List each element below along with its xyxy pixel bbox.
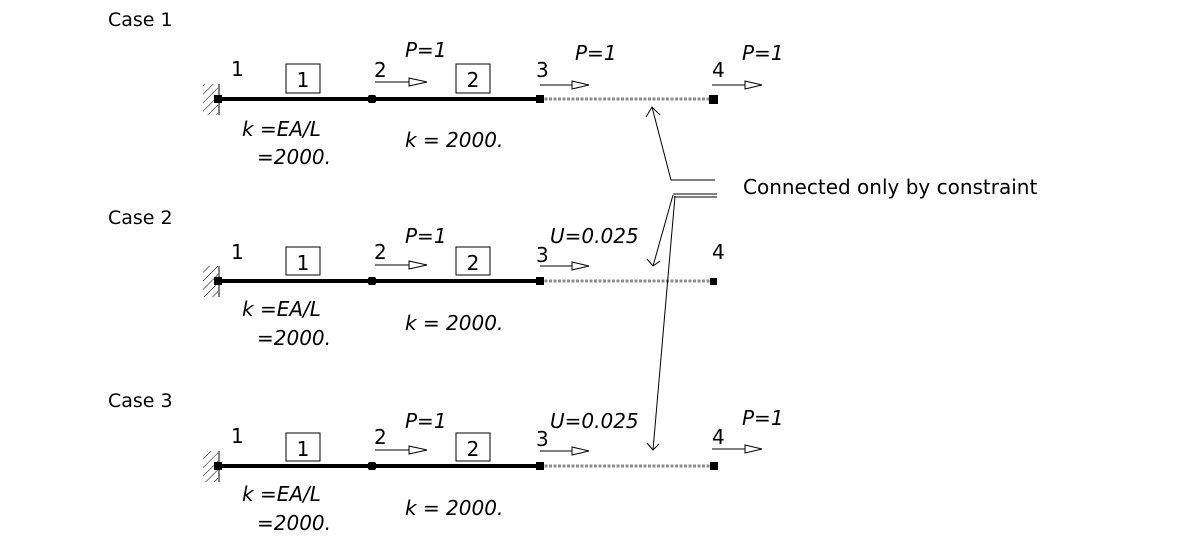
arrow-right-icon — [375, 445, 428, 455]
arrow-right-icon — [712, 80, 763, 90]
element-number-box — [455, 246, 491, 276]
stiffness-formula: k =EA/L — [242, 297, 321, 321]
node-marker — [368, 277, 376, 285]
leader-line — [651, 106, 715, 181]
case-title: Case 1 — [108, 9, 173, 31]
case-title: Case 3 — [108, 390, 173, 412]
leader-line — [652, 195, 676, 451]
load-label: P=1 — [405, 409, 447, 433]
displacement-label: U=0.025 — [550, 224, 639, 248]
arrowhead-icon — [645, 106, 661, 118]
node-marker — [214, 95, 222, 103]
node-label: 2 — [374, 240, 387, 264]
element-number: 1 — [297, 437, 310, 461]
node-label: 1 — [231, 57, 244, 81]
node-label: 4 — [712, 425, 725, 449]
element-number: 2 — [467, 437, 480, 461]
element-number-box — [285, 432, 321, 462]
case-2: Case 2 1 2 3 4 1 2 P=1 U=0.025 k =EA/L =… — [108, 207, 725, 350]
stiffness-formula: k =EA/L — [242, 117, 321, 141]
node-marker — [368, 462, 376, 470]
stiffness-value: =2000. — [257, 326, 331, 350]
node-label: 1 — [231, 424, 244, 448]
element-number: 1 — [297, 251, 310, 275]
element-number-box — [285, 246, 321, 276]
stiffness-label: k = 2000. — [405, 128, 503, 152]
leader-line — [652, 194, 674, 267]
element-number: 2 — [467, 68, 480, 92]
node-marker — [536, 95, 544, 103]
arrow-right-icon — [712, 444, 763, 454]
arrowhead-icon — [646, 258, 661, 267]
arrow-right-icon — [540, 446, 590, 456]
node-label: 3 — [536, 427, 549, 451]
case-title: Case 2 — [108, 207, 173, 229]
node-marker — [214, 277, 222, 285]
node-label: 3 — [536, 58, 549, 82]
node-marker — [536, 277, 544, 285]
element-number: 2 — [467, 251, 480, 275]
element-number-box — [455, 432, 491, 462]
constraint-annotation: Connected only by constraint — [743, 175, 1037, 199]
node-marker — [214, 462, 222, 470]
load-label: P=1 — [742, 406, 784, 430]
node-label: 2 — [374, 58, 387, 82]
case-3: Case 3 1 2 3 4 1 2 P=1 U=0.025 — [108, 390, 784, 535]
node-label: 3 — [536, 243, 549, 267]
stiffness-value: =2000. — [257, 511, 331, 535]
node-marker — [368, 95, 376, 103]
arrow-right-icon — [375, 77, 428, 87]
node-label: 1 — [231, 240, 244, 264]
node-label: 4 — [712, 240, 725, 264]
load-label: P=1 — [405, 38, 447, 62]
node-label: 2 — [374, 425, 387, 449]
stiffness-formula: k =EA/L — [242, 482, 321, 506]
load-label: P=1 — [742, 41, 784, 65]
stiffness-label: k = 2000. — [405, 311, 503, 335]
node-marker — [710, 462, 718, 470]
arrow-right-icon — [540, 80, 590, 90]
node-marker — [709, 95, 718, 104]
load-label: P=1 — [405, 224, 447, 248]
constraint-leader-lines — [645, 106, 717, 451]
case-1: Case 1 1 2 3 4 1 2 P=1 P=1 — [108, 9, 784, 169]
element-number: 1 — [297, 68, 310, 92]
node-label: 4 — [712, 58, 725, 82]
node-marker — [536, 462, 544, 470]
arrow-right-icon — [540, 261, 590, 271]
displacement-label: U=0.025 — [550, 409, 639, 433]
load-label: P=1 — [575, 41, 617, 65]
element-number-box — [455, 63, 491, 94]
element-number-box — [285, 63, 321, 94]
stiffness-value: =2000. — [257, 145, 331, 169]
node-marker — [710, 278, 717, 285]
arrow-right-icon — [375, 260, 428, 270]
stiffness-label: k = 2000. — [405, 496, 503, 520]
arrowhead-icon — [646, 442, 660, 451]
